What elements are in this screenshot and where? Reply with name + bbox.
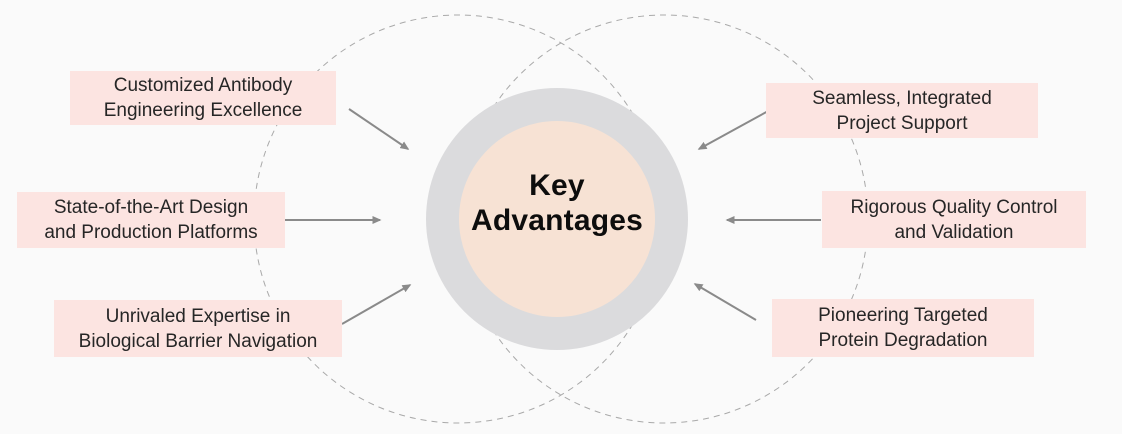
advantage-line: State-of-the-Art Design (53, 197, 249, 218)
advantage-box-customized-antibody-engineering: Customized Antibody Engineering Excellen… (70, 71, 336, 125)
center-inner-circle (459, 121, 655, 317)
center-title-line2: Advantages (470, 204, 644, 237)
advantage-box-design-production-platforms: State-of-the-Art Design and Production P… (17, 192, 285, 248)
center-title-line1: Key (529, 169, 585, 202)
advantage-box-targeted-protein-degradation: Pioneering Targeted Protein Degradation (772, 299, 1034, 357)
advantage-line: Seamless, Integrated (812, 87, 992, 109)
arrow-bottom-left (341, 284, 412, 325)
advantage-line: Project Support (836, 112, 968, 134)
advantage-box-quality-control-validation: Rigorous Quality Control and Validation (822, 191, 1086, 248)
arrow-bottom-right (693, 283, 757, 321)
advantage-line: Unrivaled Expertise in (105, 305, 291, 327)
arrow-top-left (348, 108, 410, 150)
advantage-line: and Validation (894, 221, 1014, 243)
advantage-line: Rigorous Quality Control (850, 196, 1058, 218)
arrow-top-right (697, 109, 771, 150)
advantage-line: Biological Barrier Navigation (78, 330, 318, 352)
advantage-line: Engineering Excellence (103, 100, 303, 121)
center-title: Key Advantages (457, 168, 657, 238)
advantage-line: and Production Platforms (44, 222, 258, 243)
advantage-box-biological-barrier-navigation: Unrivaled Expertise in Biological Barrie… (54, 300, 342, 357)
advantage-line: Pioneering Targeted (818, 305, 988, 326)
advantage-line: Customized Antibody (113, 75, 293, 96)
advantage-box-integrated-project-support: Seamless, Integrated Project Support (766, 83, 1038, 138)
advantage-line: Protein Degradation (818, 330, 988, 351)
